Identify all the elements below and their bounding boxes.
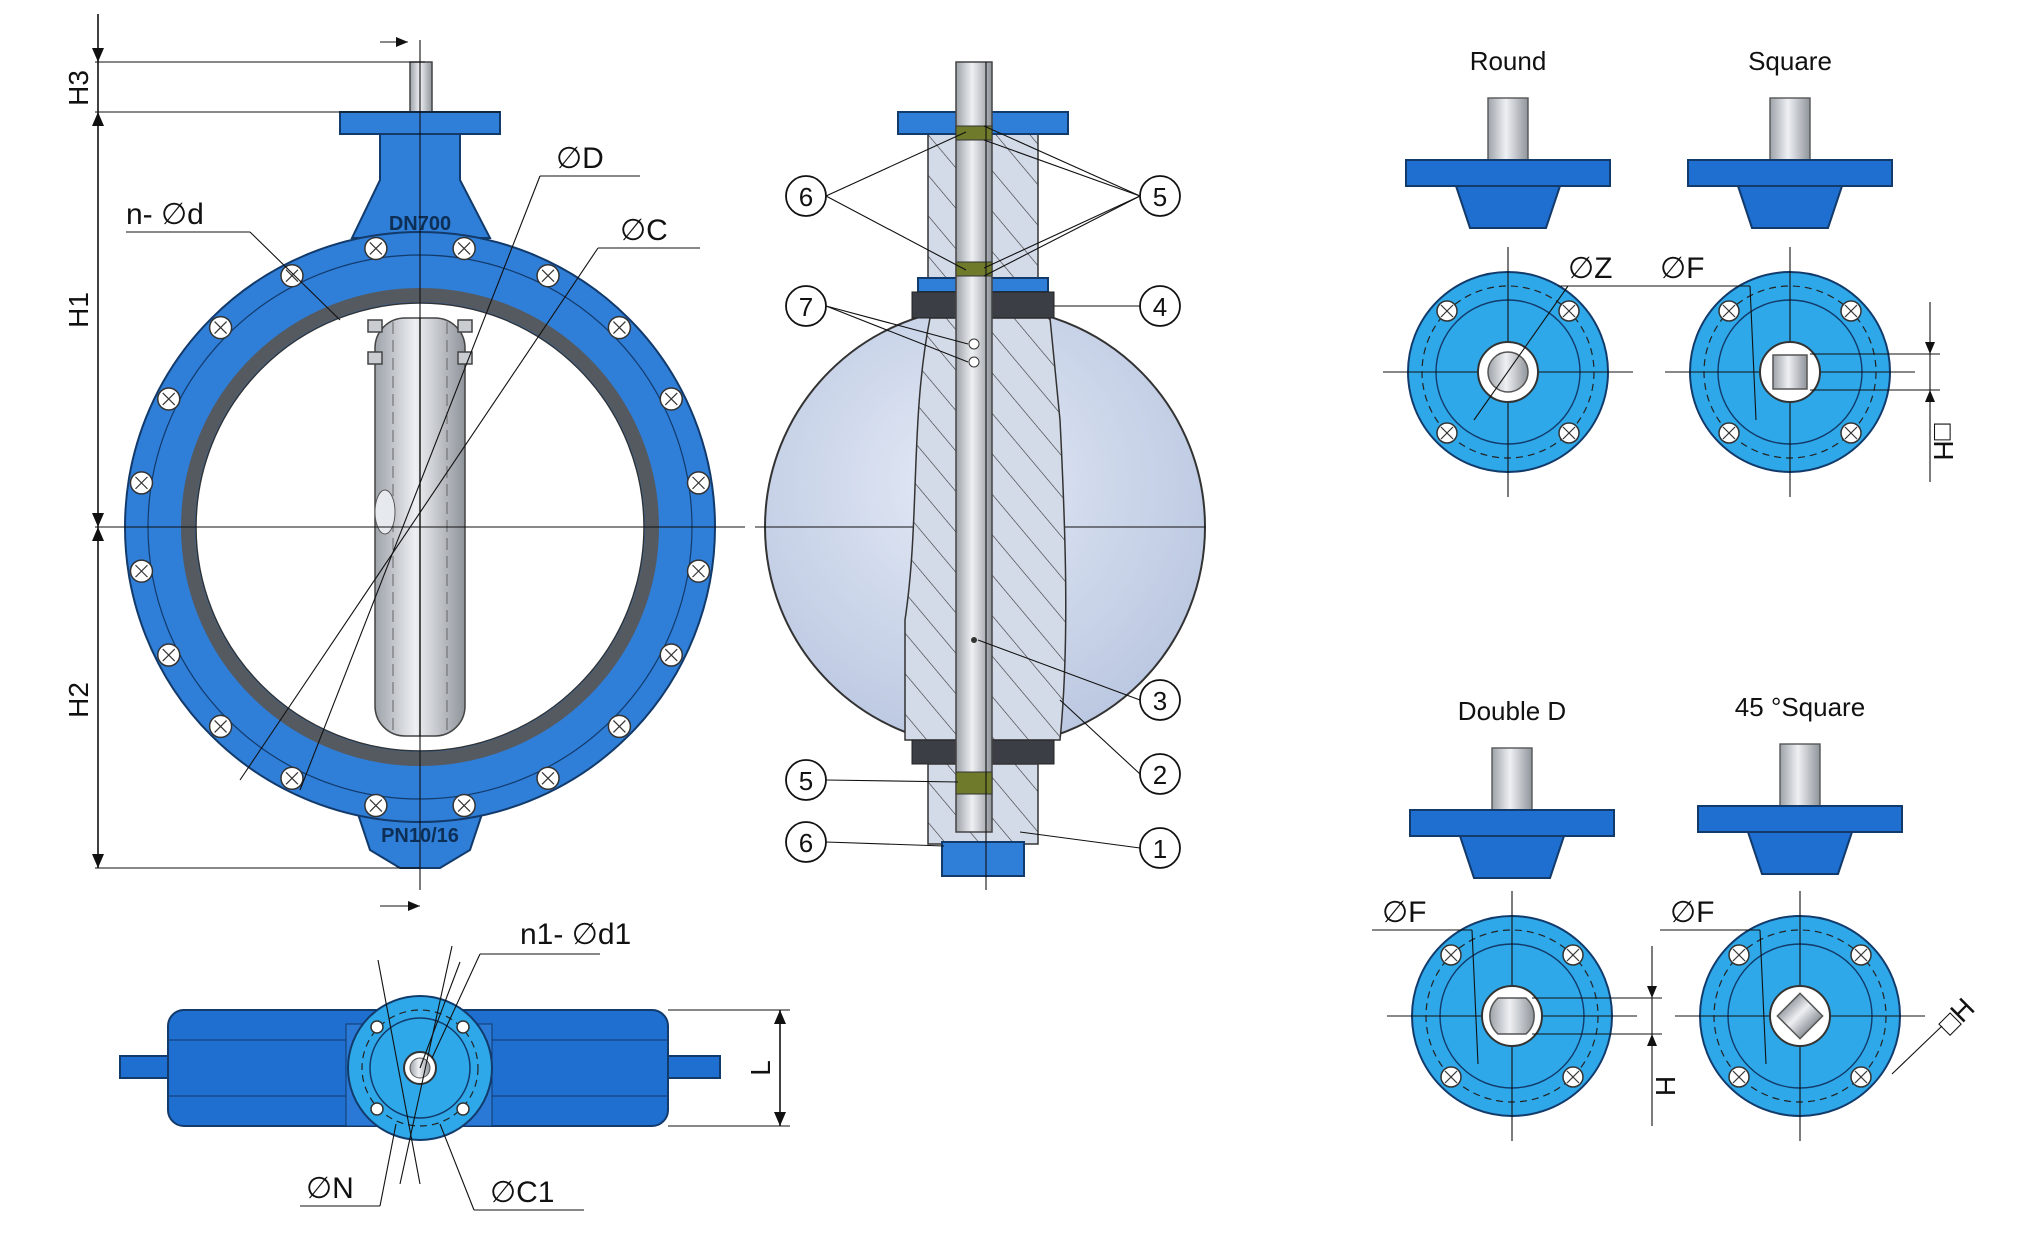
svg-text:5: 5 — [799, 766, 813, 796]
shaft-diameter-label: ∅F — [1660, 252, 1704, 285]
svg-text:3: 3 — [1153, 686, 1167, 716]
shaft-diameter-label: ∅F — [1670, 896, 1714, 929]
double-d-shaft-section — [1489, 997, 1535, 1035]
valve-stem — [955, 61, 993, 833]
dim-n-label: ∅N — [306, 1172, 354, 1205]
balloon-6-top: 6 — [785, 175, 827, 217]
balloon-5-bottom: 5 — [785, 759, 827, 801]
flange-bolt-holes — [129, 236, 711, 818]
square45-shaft-section — [1776, 992, 1824, 1040]
dim-top-holes-label: n1- ∅d1 — [520, 918, 631, 951]
balloon-1: 1 — [1139, 827, 1181, 869]
svg-text:7: 7 — [799, 292, 813, 322]
shaft-end-stem — [1779, 743, 1821, 807]
shaft-h-label: □H — [1928, 423, 1959, 460]
shaft-option-3: Double D ∅F H — [1372, 696, 1681, 1141]
svg-text:2: 2 — [1153, 760, 1167, 790]
shaft-option-title: Double D — [1458, 696, 1566, 726]
balloon-6-bottom: 6 — [785, 821, 827, 863]
shaft-end-options: Round ∅Z Square ∅F □H Double D ∅F H 45 °Square ∅F… — [1372, 46, 1981, 1141]
main-front-view: DN700 PN10/16 H3 H1 H2 n- ∅d ∅D ∅C — [63, 14, 745, 911]
stem-top — [409, 61, 433, 113]
shaft-end-flange — [1409, 809, 1615, 837]
shaft-diameter-label: ∅Z — [1568, 252, 1612, 285]
dim-l-label: L — [745, 1060, 776, 1076]
shaft-h-label: H — [1650, 1076, 1681, 1096]
svg-text:6: 6 — [799, 182, 813, 212]
dim-c-label: ∅C — [620, 214, 668, 247]
shaft-option-4: 45 °Square ∅F □H — [1660, 692, 1981, 1141]
shaft-option-title: Square — [1748, 46, 1832, 76]
shaft-option-title: 45 °Square — [1735, 692, 1865, 722]
balloon-5-top: 5 — [1139, 175, 1181, 217]
shaft-end-stem — [1769, 97, 1811, 161]
section-view: 6 5 7 4 3 2 1 5 6 — [755, 61, 1206, 890]
dim-h2-label: H2 — [63, 682, 94, 718]
svg-text:4: 4 — [1153, 292, 1167, 322]
bottom-cover — [941, 841, 1025, 877]
top-neck — [350, 133, 492, 239]
shaft-h-label: □H — [1932, 992, 1980, 1040]
balloon-3: 3 — [1139, 679, 1181, 721]
svg-text:1: 1 — [1153, 834, 1167, 864]
shaft-end-stem — [1487, 97, 1529, 161]
shaft-option-title: Round — [1470, 46, 1547, 76]
shaft-diameter-label: ∅F — [1382, 896, 1426, 929]
dim-bolt-holes-label: n- ∅d — [126, 198, 204, 231]
balloon-7: 7 — [785, 285, 827, 327]
dim-c1-label: ∅C1 — [490, 1176, 554, 1209]
shaft-option-1: Round ∅Z — [1383, 46, 1658, 497]
shaft-end-flange — [1697, 805, 1903, 833]
square-shaft-section — [1772, 354, 1808, 390]
balloon-2: 2 — [1139, 753, 1181, 795]
balloon-4: 4 — [1139, 285, 1181, 327]
dim-h3-label: H3 — [63, 70, 94, 106]
shaft-end-flange — [1687, 159, 1893, 187]
svg-text:5: 5 — [1153, 182, 1167, 212]
svg-text:6: 6 — [799, 828, 813, 858]
part-balloons — [825, 125, 1141, 849]
dim-d-label: ∅D — [556, 142, 604, 175]
shaft-option-2: Square ∅F □H — [1650, 46, 1959, 497]
shaft-end-flange — [1405, 159, 1611, 187]
top-view: n1- ∅d1 L ∅N ∅C1 — [119, 918, 790, 1211]
shaft-end-stem — [1491, 747, 1533, 811]
dim-h1-label: H1 — [63, 292, 94, 328]
